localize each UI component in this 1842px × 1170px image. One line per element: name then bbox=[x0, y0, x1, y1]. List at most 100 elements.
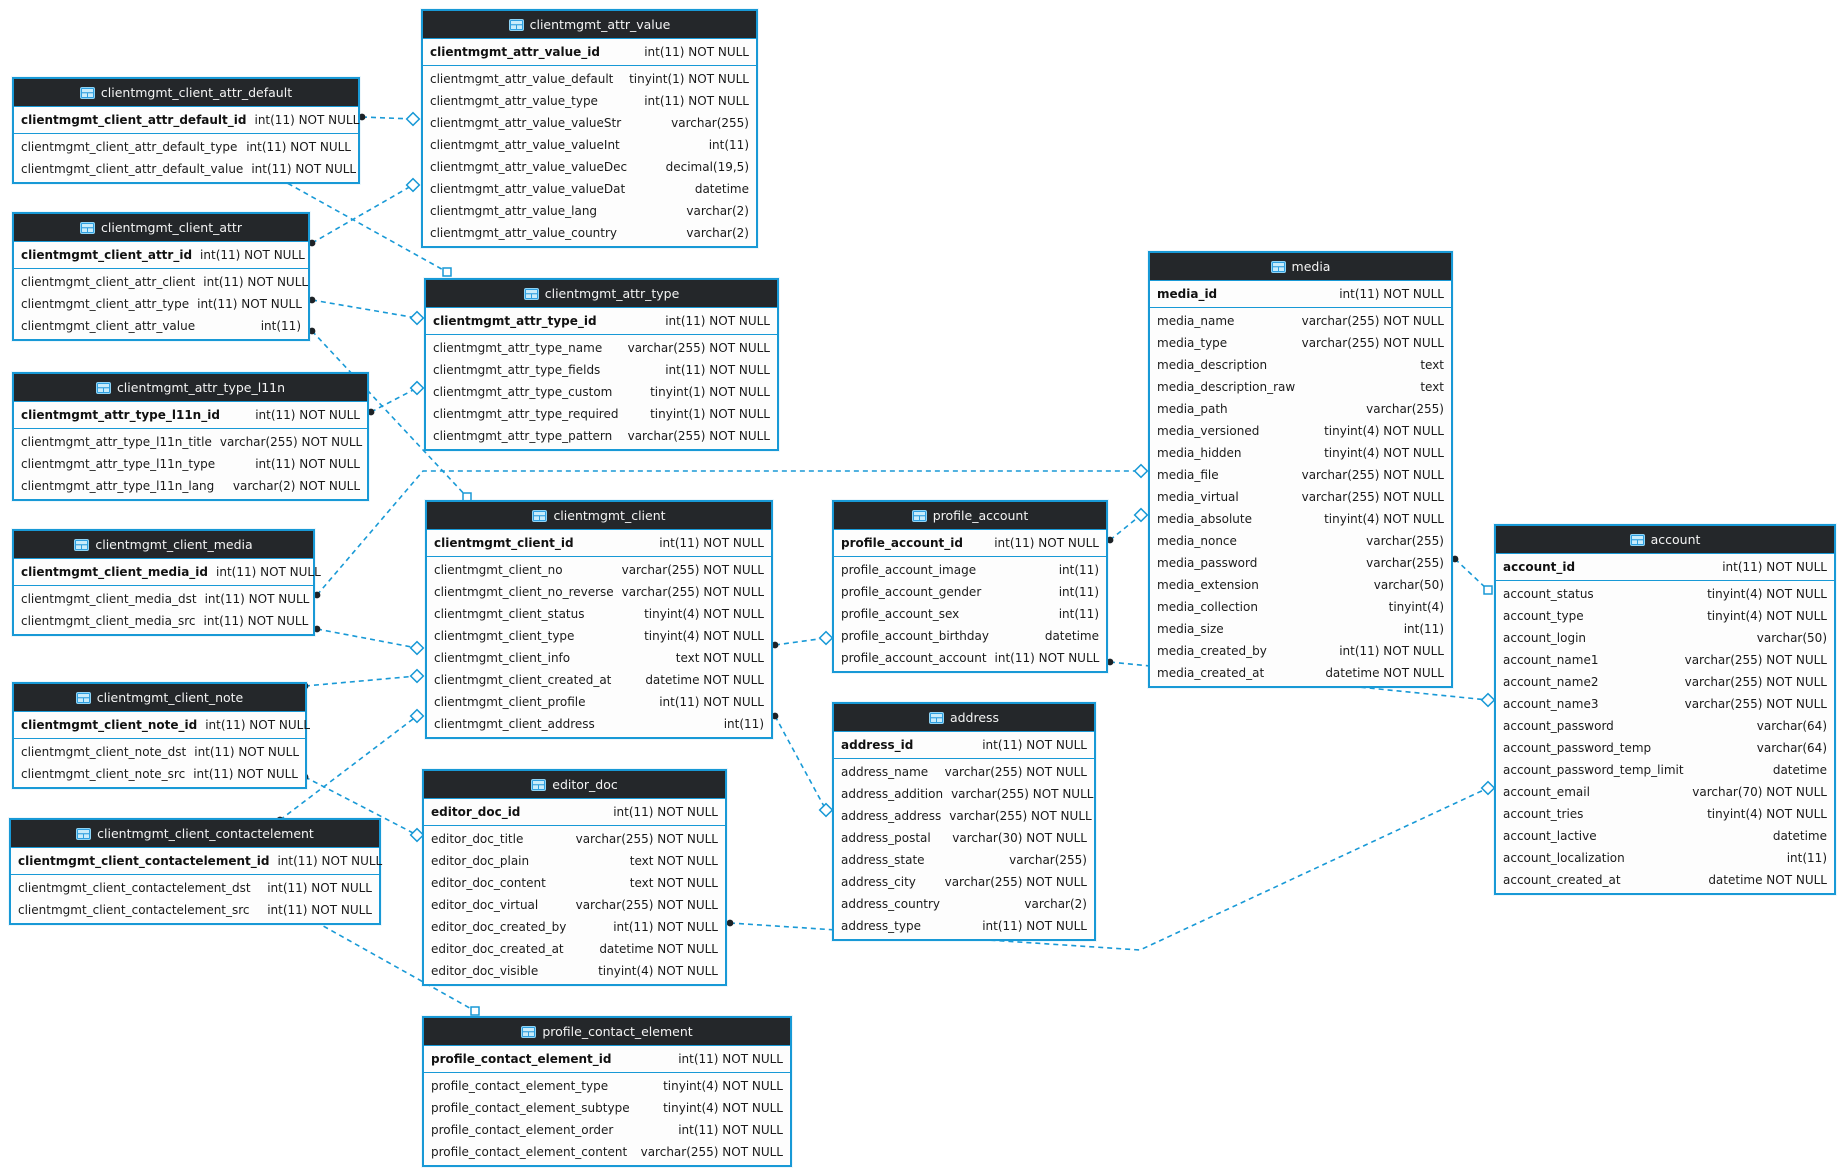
relationship-client_media-to-media[interactable] bbox=[316, 470, 1141, 596]
relationship-media-to-account[interactable] bbox=[1454, 558, 1489, 591]
table-header-clientmgmt_client_media[interactable]: clientmgmt_client_media bbox=[14, 531, 313, 559]
table-header-editor_doc[interactable]: editor_doc bbox=[424, 771, 725, 799]
relationship-profile_account-to-media[interactable] bbox=[1109, 514, 1142, 541]
table-header-clientmgmt_attr_value[interactable]: clientmgmt_attr_value bbox=[423, 11, 756, 39]
relationship-client_attr-to-attr_type[interactable] bbox=[311, 299, 418, 319]
relationship-client_attr_default-to-attr_value[interactable] bbox=[361, 116, 414, 120]
table-clientmgmt_client_contactelement[interactable]: clientmgmt_client_contactelement clientmg… bbox=[9, 818, 382, 925]
table-header-clientmgmt_attr_type_l11n[interactable]: clientmgmt_attr_type_l11n bbox=[14, 374, 367, 402]
relationship-client-to-address[interactable] bbox=[774, 715, 827, 811]
relationship-client_media-to-client[interactable] bbox=[316, 628, 418, 649]
table-header-profile_contact_element[interactable]: profile_contact_element bbox=[424, 1018, 790, 1046]
relationship-client_attr_default-to-attr_type[interactable] bbox=[279, 178, 448, 273]
relationship-client_attr-to-attr_value[interactable] bbox=[311, 184, 414, 244]
table-header-clientmgmt_client_contactelement[interactable]: clientmgmt_client_contactelement bbox=[11, 820, 379, 848]
relationship-client-to-profile_account[interactable] bbox=[774, 637, 827, 646]
table-header-clientmgmt_attr_type[interactable]: clientmgmt_attr_type bbox=[426, 280, 777, 308]
table-header-address[interactable]: address bbox=[834, 704, 1094, 732]
relationship-client_contactelement-to-client[interactable] bbox=[279, 715, 418, 821]
relationship-attr_type_l11n-to-attr_type[interactable] bbox=[370, 387, 418, 413]
relationship-client_attr-to-client[interactable] bbox=[311, 330, 468, 498]
